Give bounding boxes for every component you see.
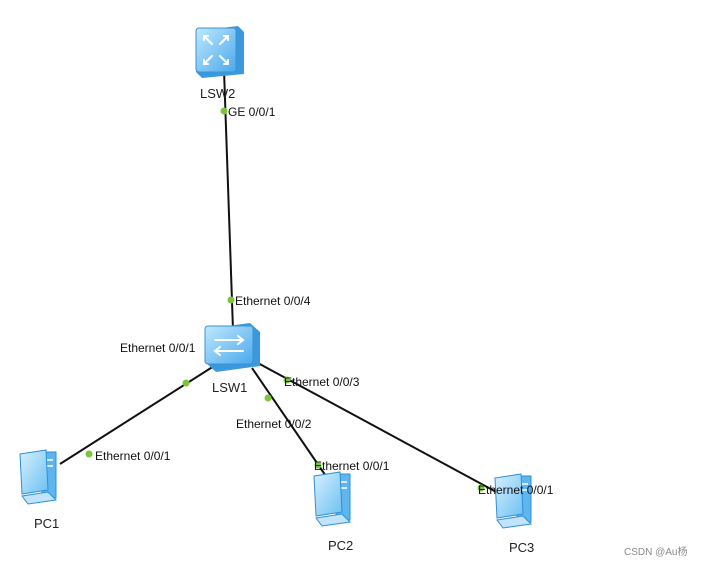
port-dot-lsw2-ge001 (220, 107, 228, 115)
port-label-pc1-e001: Ethernet 0/0/1 (95, 449, 171, 463)
lsw1-device[interactable]: LSW1 (204, 323, 260, 395)
port-dot-pc2-e001 (314, 461, 322, 469)
port-label-lsw1-e004: Ethernet 0/0/4 (235, 294, 311, 308)
pc3-device[interactable]: PC3 (494, 473, 534, 555)
port-dot-pc1-e001 (85, 450, 93, 458)
pc1-device[interactable]: PC1 (19, 449, 59, 531)
lsw1-label: LSW1 (212, 380, 247, 395)
pc-icon (19, 449, 58, 505)
pc1-label: PC1 (34, 516, 59, 531)
core-switch-icon (203, 35, 229, 65)
pc-icon (313, 471, 352, 527)
port-label-pc2-e001: Ethernet 0/0/1 (314, 459, 390, 473)
link-lsw1-pc3[interactable] (255, 361, 501, 495)
lsw2-device[interactable]: LSW2 (195, 26, 244, 101)
lsw2-label: LSW2 (200, 86, 235, 101)
port-dot-pc3-e001 (477, 484, 485, 492)
pc2-label: PC2 (328, 538, 353, 553)
pc3-label: PC3 (509, 540, 534, 555)
switch-arrows-icon (213, 335, 245, 356)
port-dot-lsw1-e002 (264, 394, 272, 402)
watermark: CSDN @Au杨 (624, 545, 688, 558)
port-label-lsw1-e001: Ethernet 0/0/1 (120, 341, 196, 355)
pc-icon (494, 473, 533, 529)
port-label-lsw2-ge001: GE 0/0/1 (228, 105, 276, 119)
port-dot-lsw1-e003 (283, 376, 291, 384)
pc2-device[interactable]: PC2 (313, 471, 353, 553)
port-dot-lsw1-e001 (182, 379, 190, 387)
port-dot-lsw1-e004 (227, 296, 235, 304)
port-label-lsw1-e003: Ethernet 0/0/3 (284, 375, 360, 389)
port-label-lsw1-e002: Ethernet 0/0/2 (236, 417, 312, 431)
port-label-pc3-e001: Ethernet 0/0/1 (478, 483, 554, 497)
